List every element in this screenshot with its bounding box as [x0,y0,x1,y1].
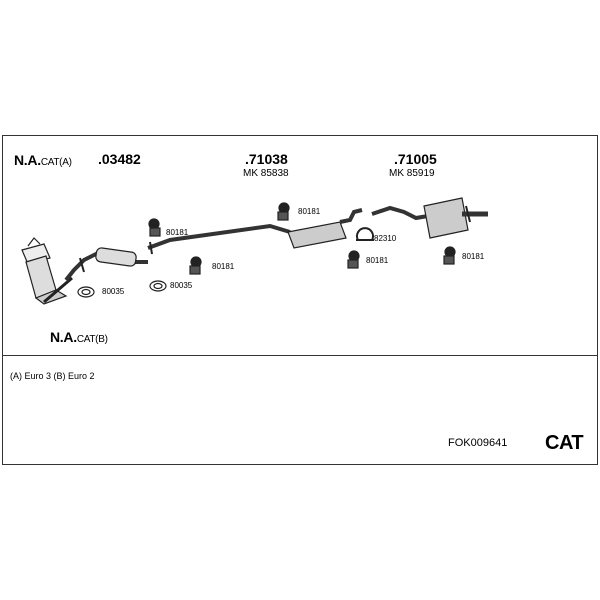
middle-silencer-icon [287,208,363,249]
mount-label-4: 80181 [366,256,389,265]
rear-silencer-mk: MK 85919 [389,168,435,179]
gasket-icon-1 [77,286,95,298]
gasket-label-2: 80035 [170,281,193,290]
middle-silencer-mk: MK 85838 [243,168,289,179]
catalyst-a-label: N.A.CAT(A) [14,152,72,168]
clamp-label: 82310 [374,234,397,243]
catalyst-b-label: N.A.CAT(B) [50,329,108,345]
emission-note: (A) Euro 3 (B) Euro 2 [10,371,95,381]
gasket-label-1: 80035 [102,287,125,296]
gasket-icon-2 [149,280,167,292]
mount-icon-5 [443,246,456,265]
mount-icon-4 [347,250,360,269]
clamp-icon [356,227,374,241]
mount-label-2: 80181 [212,262,235,271]
catalytic-converter-icon [21,237,73,305]
category-label: CAT [545,432,584,454]
rear-silencer-icon [371,197,488,239]
rear-silencer-number: .71005 [394,151,437,167]
middle-silencer-number: .71038 [245,151,288,167]
diagram-divider [3,355,597,356]
middle-pipe-icon [147,223,291,255]
mount-icon-1 [148,218,161,237]
mount-label-5: 80181 [462,252,485,261]
mount-label-1: 80181 [166,228,189,237]
mount-icon-2 [189,256,202,275]
front-pipe-icon [64,247,148,282]
front-pipe-number: .03482 [98,151,141,167]
kit-code: FOK009641 [448,437,508,449]
mount-icon-3 [277,202,290,221]
mount-label-3: 80181 [298,207,321,216]
diagram-frame [2,135,598,465]
